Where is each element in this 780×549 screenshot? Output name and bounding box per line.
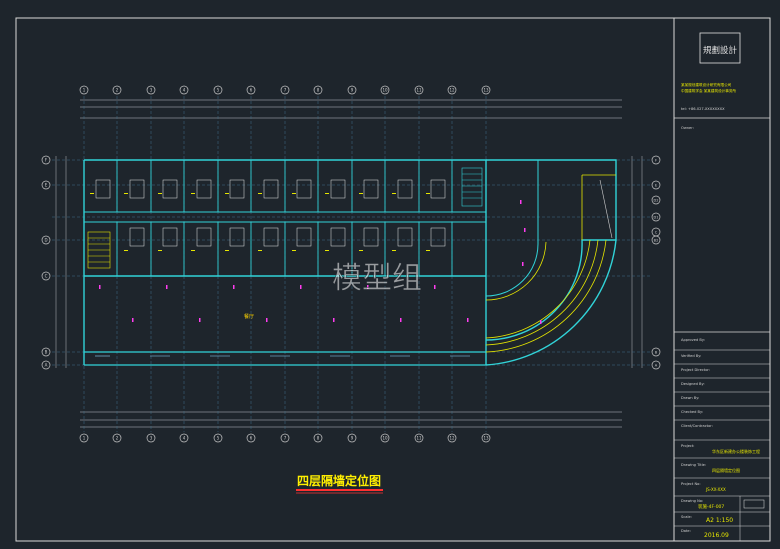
floor-plan xyxy=(41,85,661,443)
field-director: Project Director: xyxy=(681,368,710,372)
axis-label-row-left: C xyxy=(45,274,48,279)
watermark: 模型组 xyxy=(332,261,422,296)
axis-label-column: 3 xyxy=(150,88,153,93)
axis-label-column: 12 xyxy=(449,88,455,93)
axis-label-column: 7 xyxy=(284,436,287,441)
axis-label-row-left: E xyxy=(45,183,48,188)
axis-label-row-right: F xyxy=(655,159,657,163)
axis-label-row-right: B xyxy=(655,351,658,355)
axis-label-column: 8 xyxy=(317,88,320,93)
axis-label-column: 2 xyxy=(116,88,119,93)
axis-label-column: 5 xyxy=(217,88,220,93)
drawing-title: 四层隔墙定位图 xyxy=(297,473,381,488)
company-phone: tel: +86-027-XXXXXXXX xyxy=(681,107,725,111)
company-line-2: 中国建筑学会 某某建筑设计事务所 xyxy=(681,88,736,93)
axis-label-column: 1 xyxy=(83,436,86,441)
stamp-box xyxy=(743,499,765,509)
axis-label-column: 12 xyxy=(449,436,455,441)
date-label: Date: xyxy=(681,529,691,533)
axis-label-row-left: B xyxy=(45,350,48,355)
axis-label-column: 4 xyxy=(183,88,186,93)
axis-label-row-right: C xyxy=(655,231,658,235)
scale-value: A2 1:150 xyxy=(706,517,733,524)
outer-border xyxy=(15,17,771,542)
owner-label: Owner: xyxy=(681,126,694,130)
axis-label-column: 11 xyxy=(416,436,422,441)
axis-label-column: 10 xyxy=(382,88,388,93)
axis-label-row-left: A xyxy=(45,363,48,368)
field-verified: Verified By: xyxy=(681,354,701,358)
drawing-title-value: 四层隔墙定位图 xyxy=(712,467,740,473)
project-name: 华东区新建办公楼装饰工程 xyxy=(712,448,760,454)
field-client: Client/Contractor: xyxy=(681,424,713,428)
axis-label-row-right: D2 xyxy=(654,199,659,203)
axis-label-column: 2 xyxy=(116,436,119,441)
field-approved: Approved By: xyxy=(681,338,705,342)
logo-text: 規劃設計 xyxy=(703,45,738,56)
axis-label-column: 6 xyxy=(250,88,253,93)
axis-label-column: 5 xyxy=(217,436,220,441)
drawing-title-label: Drawing Title: xyxy=(681,463,706,467)
axis-label-column: 9 xyxy=(351,436,354,441)
date-value: 2016.09 xyxy=(704,532,729,539)
axis-label-row-right: B2 xyxy=(654,239,659,243)
axis-label-column: 8 xyxy=(317,436,320,441)
drawing-no-value: 装施-4F-007 xyxy=(698,503,724,510)
axis-label-column: 6 xyxy=(250,436,253,441)
company-line-1: 某某规划建筑设计研究有限公司 xyxy=(681,82,732,87)
company-logo xyxy=(699,32,741,64)
project-no-label: Project No: xyxy=(681,482,701,486)
axis-label-column: 10 xyxy=(382,436,388,441)
axis-label-column: 1 xyxy=(83,88,86,93)
title-block: 規劃設計 某某规划建筑设计研究有限公司 中国建筑学会 某某建筑设计事务所 tel… xyxy=(674,32,770,541)
axis-label-column: 4 xyxy=(183,436,186,441)
drawing-no-label: Drawing No: xyxy=(681,499,703,503)
field-checked: Checked By: xyxy=(681,410,703,414)
project-no-value: JS-XX-XXX xyxy=(705,487,726,492)
axis-label-row-left: F xyxy=(45,158,48,163)
axis-label-column: 3 xyxy=(150,436,153,441)
axis-label-column: 11 xyxy=(416,88,422,93)
axis-label-row-left: D xyxy=(44,238,47,243)
axis-label-row-right: E xyxy=(655,184,657,188)
project-label: Project: xyxy=(681,444,695,448)
axis-label-column: 13 xyxy=(483,88,489,93)
scale-label: Scale: xyxy=(681,515,692,519)
axis-label-column: 9 xyxy=(351,88,354,93)
field-drawn: Drawn By: xyxy=(681,396,699,400)
field-designed: Designed By: xyxy=(681,382,705,386)
axis-label-column: 13 xyxy=(483,436,489,441)
axis-label-column: 7 xyxy=(284,88,287,93)
plan-room-label: 餐厅 xyxy=(244,313,254,320)
axis-label-row-right: A xyxy=(655,364,658,368)
axis-label-row-right: D1 xyxy=(654,216,659,220)
